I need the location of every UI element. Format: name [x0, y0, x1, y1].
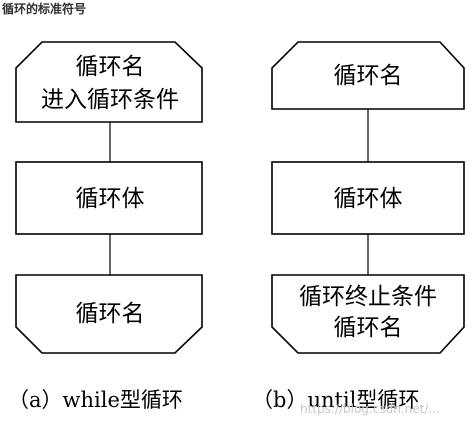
while-loop-condition-label: 进入循环条件	[41, 87, 179, 113]
while-loop-body-box	[15, 161, 203, 235]
while-loop-body-label: 循环体	[76, 186, 145, 212]
watermark-text: https://blog.csdn.net/...	[300, 402, 440, 416]
while-loop-end-label: 循环名	[76, 301, 145, 327]
until-loop-end-box	[271, 274, 465, 354]
until-loop-name-label: 循环名	[334, 63, 403, 89]
while-loop-caption: （a）while型循环	[8, 388, 183, 412]
until-loop-body-label: 循环体	[334, 186, 403, 212]
until-loop-start-box	[271, 41, 465, 110]
until-loop-body-box	[271, 161, 465, 235]
while-loop-end-box	[15, 274, 203, 354]
until-loop-termination-label: 循环终止条件	[299, 284, 437, 310]
page-title: 循环的标准符号	[2, 2, 87, 16]
while-loop-name-label: 循环名	[76, 54, 145, 80]
until-loop-end-name-label: 循环名	[334, 315, 403, 341]
while-loop-start-box	[15, 41, 203, 123]
until-loop-diagram: 循环名 循环体 循环终止条件 循环名	[271, 41, 465, 354]
until-loop-caption: （b）until型循环	[252, 388, 419, 412]
while-loop-diagram: 循环名 进入循环条件 循环体 循环名	[15, 41, 203, 354]
